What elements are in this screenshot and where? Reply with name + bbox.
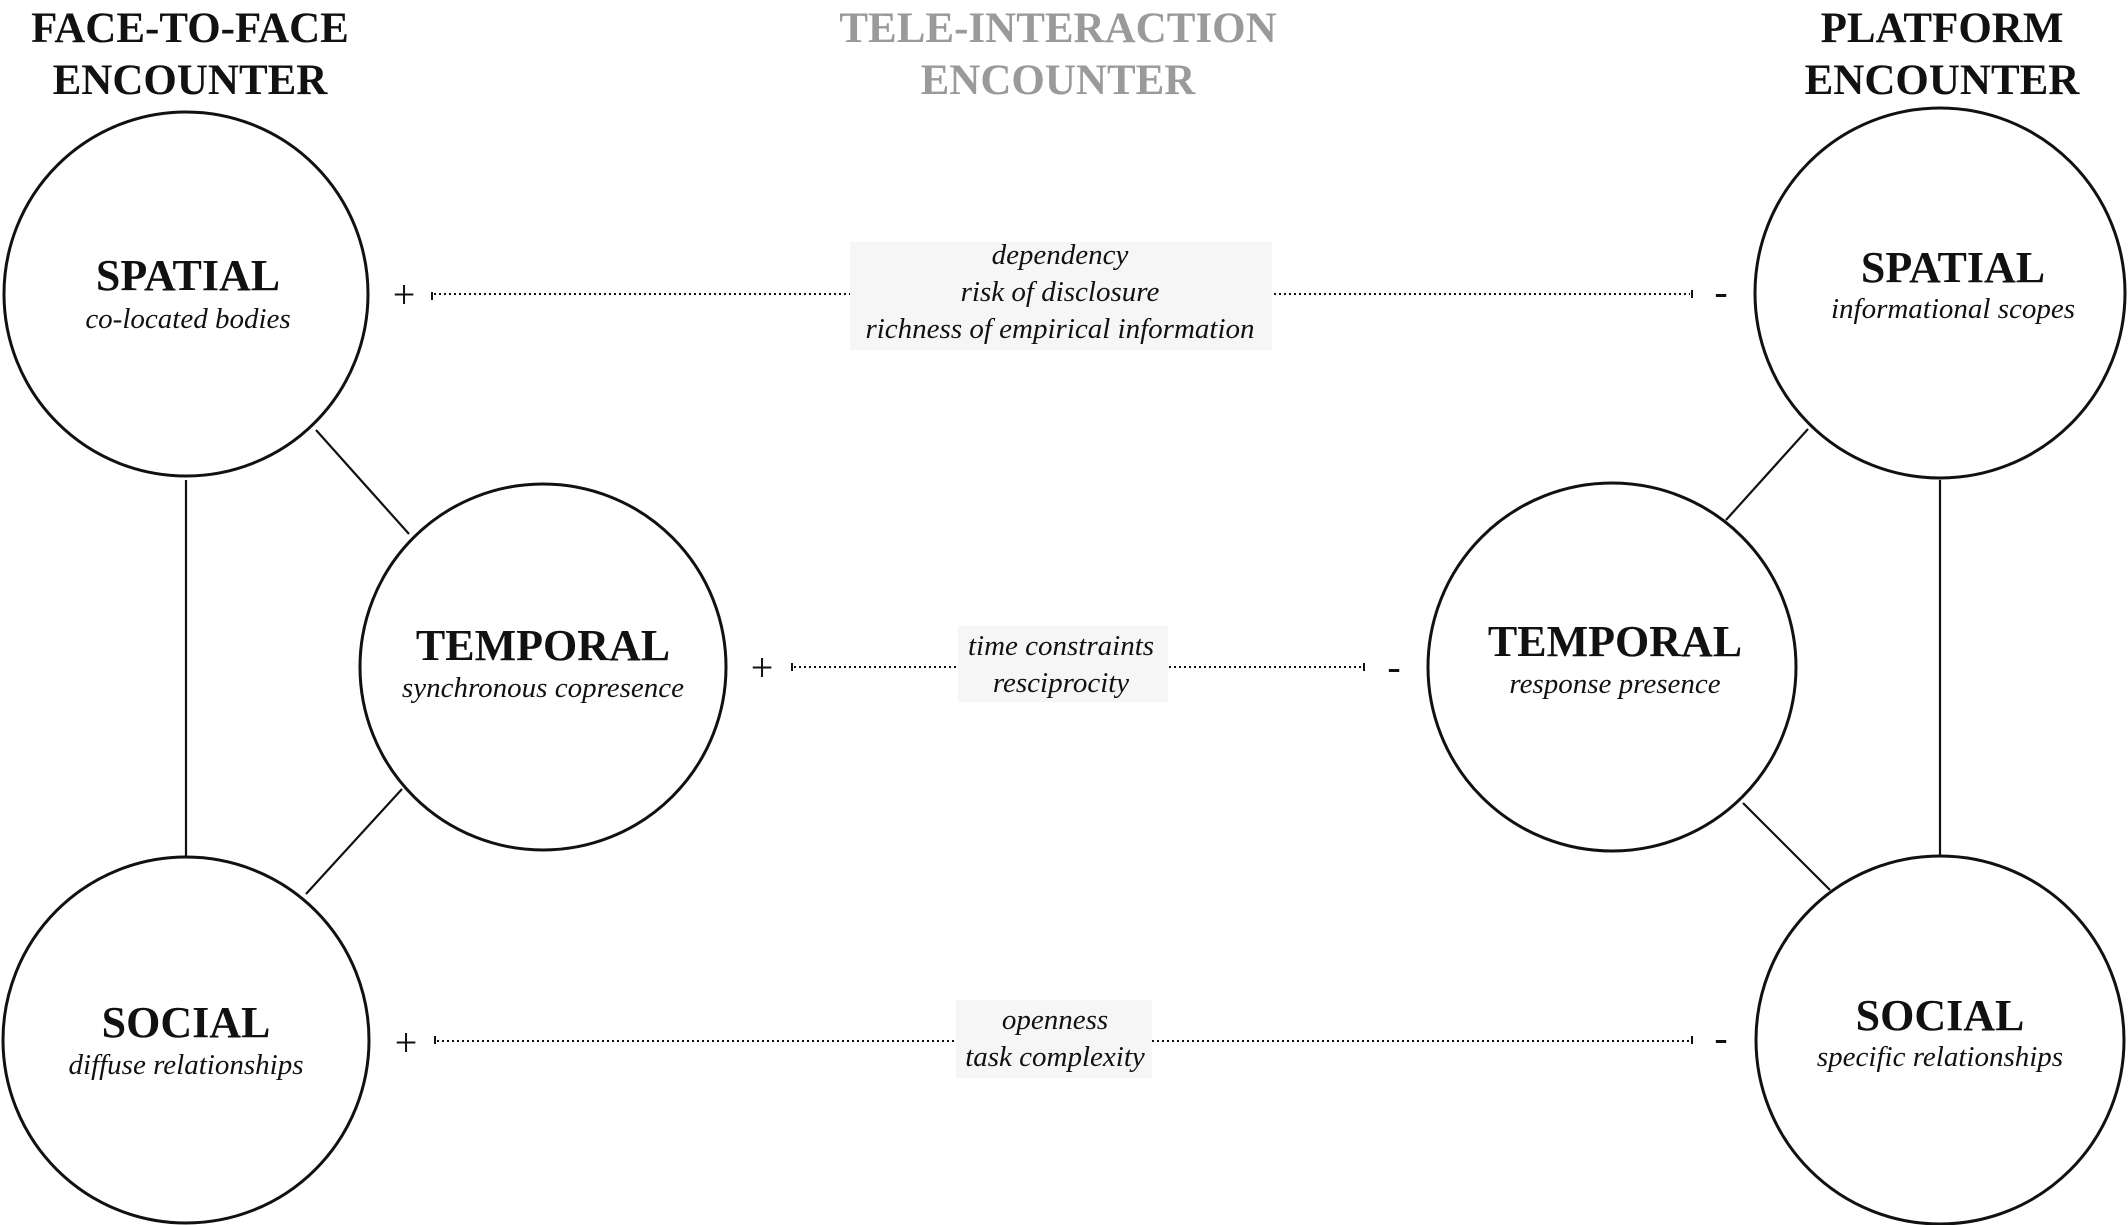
header-platform: PLATFORM ENCOUNTER (1805, 5, 2081, 104)
temporal-label-box (958, 626, 1168, 702)
header-center-line-2: ENCOUNTER (921, 57, 1197, 104)
temporal-continuum: + - time constraints resciprocity (751, 626, 1401, 702)
spatial-continuum: + - dependency risk of disclosure richne… (393, 239, 1728, 350)
header-right-line-2: ENCOUNTER (1805, 57, 2081, 104)
social-plus-sign: + (395, 1020, 418, 1065)
plat-social-subtitle: specific relationships (1817, 1041, 2063, 1073)
plat-social-circle (1754, 854, 2126, 1225)
spatial-minus-sign: - (1714, 269, 1727, 314)
temporal-label-resciprocity: resciprocity (993, 667, 1129, 699)
header-left-line-2: ENCOUNTER (53, 57, 329, 104)
social-minus-sign: - (1714, 1015, 1727, 1060)
plat-social-title: SOCIAL (1856, 991, 2025, 1040)
ftf-spatial-circle (2, 110, 370, 478)
ftf-temporal-node: TEMPORAL synchronous copresence (358, 482, 728, 852)
line-ftf-spatial-temporal (315, 429, 410, 535)
ftf-social-node: SOCIAL diffuse relationships (1, 855, 371, 1225)
plat-social-node: SOCIAL specific relationships (1754, 854, 2126, 1225)
spatial-label-box (850, 242, 1272, 350)
header-face-to-face: FACE-TO-FACE ENCOUNTER (31, 5, 349, 104)
ftf-social-subtitle: diffuse relationships (69, 1049, 304, 1081)
triangle-connectors (184, 428, 1942, 895)
plat-temporal-node: TEMPORAL response presence (1426, 481, 1798, 853)
spatial-plus-sign: + (393, 272, 416, 317)
spatial-label-risk-of-disclosure: risk of disclosure (961, 276, 1160, 308)
ftf-social-title: SOCIAL (102, 998, 271, 1047)
social-label-openness: openness (1002, 1004, 1108, 1036)
social-continuum: + - openness task complexity (395, 1000, 1728, 1078)
social-label-task-complexity: task complexity (965, 1041, 1145, 1073)
ftf-temporal-subtitle: synchronous copresence (402, 672, 684, 704)
ftf-temporal-title: TEMPORAL (416, 621, 670, 670)
ftf-spatial-node: SPATIAL co-located bodies (2, 110, 370, 478)
plat-spatial-node: SPATIAL informational scopes (1753, 106, 2127, 480)
line-plat-spatial-temporal (1725, 428, 1809, 521)
header-tele-interaction: TELE-INTERACTION ENCOUNTER (839, 5, 1276, 104)
plat-spatial-subtitle: informational scopes (1831, 293, 2075, 325)
plat-temporal-title: TEMPORAL (1488, 617, 1742, 666)
temporal-label-time-constraints: time constraints (968, 630, 1154, 662)
spatial-label-dependency: dependency (992, 239, 1129, 271)
header-right-line-1: PLATFORM (1821, 5, 2064, 52)
plat-spatial-circle (1753, 106, 2127, 480)
plat-spatial-title: SPATIAL (1861, 243, 2045, 292)
spatial-label-richness: richness of empirical information (865, 313, 1254, 345)
social-label-box (956, 1000, 1152, 1078)
ftf-spatial-subtitle: co-located bodies (85, 303, 290, 335)
temporal-plus-sign: + (751, 645, 774, 690)
line-ftf-temporal-social (305, 788, 403, 895)
temporal-minus-sign: - (1387, 644, 1400, 689)
ftf-temporal-circle (358, 482, 728, 852)
plat-temporal-circle (1426, 481, 1798, 853)
ftf-spatial-title: SPATIAL (96, 251, 280, 300)
header-center-line-1: TELE-INTERACTION (839, 5, 1276, 52)
line-plat-temporal-social (1742, 802, 1831, 891)
header-left-line-1: FACE-TO-FACE (31, 5, 349, 52)
plat-temporal-subtitle: response presence (1509, 668, 1720, 700)
ftf-social-circle (1, 855, 371, 1225)
